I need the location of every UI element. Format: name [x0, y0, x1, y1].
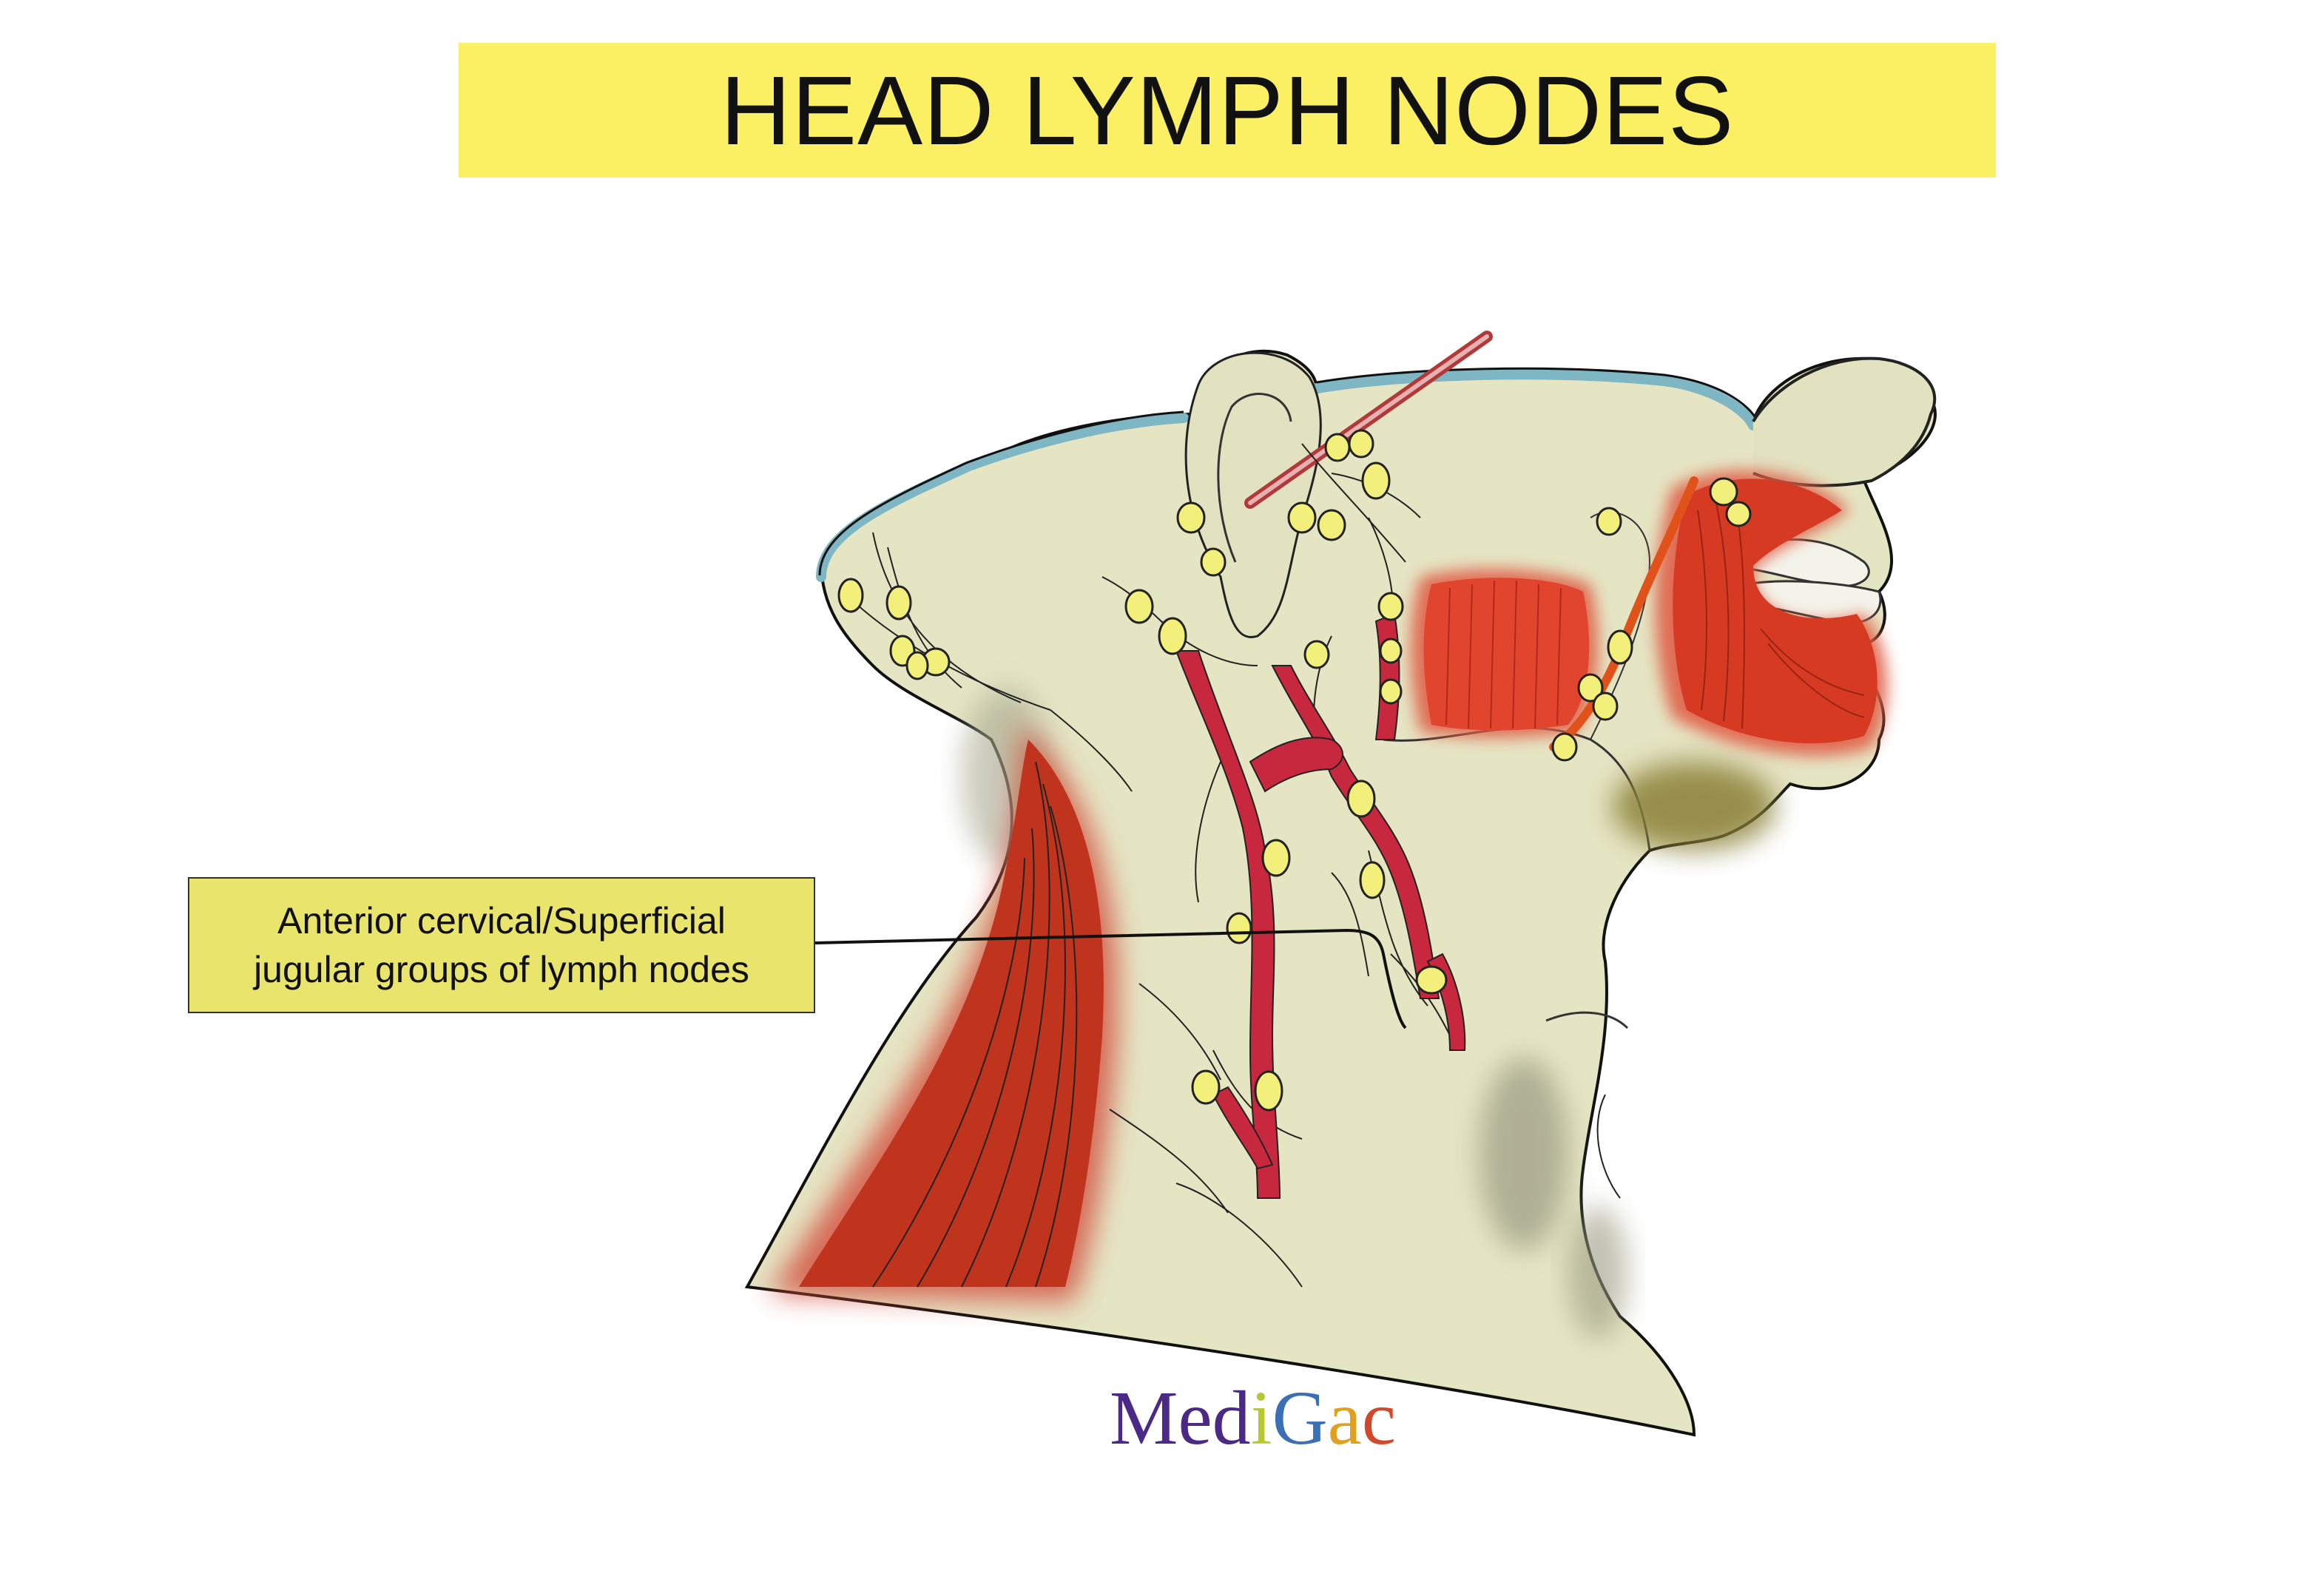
lymph-node — [1261, 839, 1291, 877]
brand-letter: M — [1110, 1376, 1178, 1461]
lymph-node — [1158, 617, 1187, 655]
lymph-node — [1346, 780, 1376, 818]
lymph-node — [1592, 692, 1619, 721]
orbicularis-muscle — [1673, 479, 1878, 744]
title-banner: HEAD LYMPH NODES — [459, 43, 1996, 177]
neck-shadow-1 — [1480, 1058, 1568, 1250]
lymph-node — [1191, 1069, 1221, 1105]
lymph-node — [1415, 965, 1448, 995]
lower-lip — [1745, 580, 1882, 625]
posterior-auricular-branch — [1271, 665, 1440, 999]
lymph-node-group-label: Anterior cervical/Superficial jugular gr… — [188, 877, 815, 1013]
lymph-node — [1303, 640, 1330, 669]
orbicularis-fibers — [1697, 495, 1865, 729]
lymph-node — [1725, 501, 1752, 527]
lymph-node — [1317, 509, 1346, 541]
nose — [1752, 356, 1937, 487]
scalp-band-outline — [818, 410, 1184, 576]
brand-logo: M e d i G a c — [1110, 1374, 1396, 1463]
anterior-jugular-vein — [1249, 737, 1343, 793]
lower-left-vein — [1212, 1086, 1274, 1170]
lymph-node — [1379, 638, 1403, 664]
lymph-node — [1287, 501, 1317, 534]
trapezius-fibers — [872, 761, 1078, 1288]
lymph-node — [1348, 429, 1374, 459]
lymph-node — [1379, 678, 1403, 705]
lymph-node — [1577, 673, 1604, 703]
lymph-node — [905, 651, 929, 680]
brand-letter: c — [1361, 1376, 1397, 1461]
lymph-node — [1596, 507, 1622, 536]
superficial-temporal-vessel-highlight — [1248, 334, 1489, 505]
diagram-title: HEAD LYMPH NODES — [720, 55, 1735, 165]
upper-lip — [1752, 538, 1870, 588]
neck-shadow-2 — [1568, 1206, 1627, 1339]
scalp-band — [816, 413, 1189, 582]
label-line-2: jugular groups of lymph nodes — [254, 949, 749, 990]
lymph-node — [1226, 912, 1252, 944]
scalp-band-top — [1312, 369, 1758, 430]
brand-letter: i — [1250, 1376, 1272, 1461]
lymph-nodes — [837, 429, 1752, 1112]
brand-letter: d — [1212, 1376, 1251, 1461]
lymph-node — [1176, 501, 1206, 534]
lymph-node — [1324, 433, 1351, 462]
chin-shadow — [1613, 762, 1775, 851]
scalp-band-top-outline — [1316, 367, 1759, 422]
ear-inner — [1217, 393, 1292, 563]
lymph-node — [837, 578, 864, 613]
masseter-fibers — [1445, 580, 1562, 729]
lymph-node — [1124, 589, 1154, 624]
lymph-node — [1551, 732, 1578, 762]
lymph-node — [885, 585, 912, 621]
brand-letter: G — [1272, 1376, 1328, 1461]
brand-letter: e — [1178, 1376, 1212, 1461]
lymph-node — [1200, 547, 1227, 577]
trapezius-muscle — [799, 740, 1104, 1287]
masseter-muscle — [1423, 578, 1590, 731]
neck-crease — [1545, 1011, 1629, 1029]
lymph-node — [1607, 629, 1633, 665]
label-leader-line — [814, 928, 1407, 1029]
lymph-node — [1361, 461, 1391, 500]
lymph-node — [1254, 1070, 1283, 1112]
label-line-1: Anterior cervical/Superficial — [277, 900, 726, 941]
lymph-node — [1377, 592, 1404, 621]
brand-letter: a — [1327, 1376, 1362, 1461]
lymph-node — [1709, 477, 1738, 507]
lymph-node — [1359, 861, 1386, 899]
